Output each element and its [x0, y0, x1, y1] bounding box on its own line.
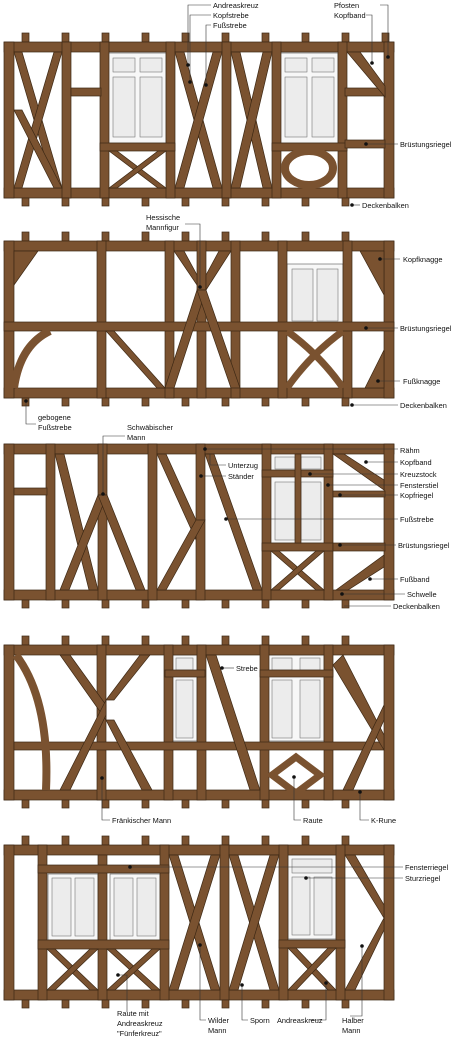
panel-3-timbers — [3, 443, 395, 609]
label-kopfriegel: Kopfriegel — [400, 491, 434, 500]
label-fussknagge: Fußknagge — [403, 377, 440, 386]
label-kreuzstock: Kreuzstock — [400, 470, 437, 479]
panel-2-timbers — [3, 231, 395, 407]
panel-5-annotations: Fensterriegel Sturzriegel Raute mit Andr… — [116, 863, 448, 1038]
panel-1-timbers — [3, 32, 395, 207]
panel-2-annotations: Hessische Mannfigur Kopfknagge Brüstungs… — [24, 213, 452, 432]
label-kopfstrebe: Kopfstrebe — [213, 11, 249, 20]
label-fussstrebe: Fußstrebe — [400, 515, 434, 524]
label-andreaskreuz: Andreaskreuz — [213, 1, 259, 10]
label-staender: Ständer — [228, 472, 254, 481]
label-bruestungsriegel: Brüstungsriegel — [400, 140, 452, 149]
panel-4: Strebe Fränkischer Mann Raute K-Rune — [3, 635, 396, 825]
label-raehm: Rähm — [400, 446, 420, 455]
label-kopfband: Kopfband — [334, 11, 366, 20]
label-raute: Raute — [303, 816, 323, 825]
panel-3-annotations: Schwäbischer Mann Rähm Unterzug Ständer … — [101, 423, 450, 611]
panel-5-timbers — [3, 835, 395, 1009]
label-hessische-2: Mannfigur — [146, 223, 179, 232]
panel-1-annotations: Andreaskreuz Kopfstrebe Fußstrebe Pfoste… — [186, 1, 452, 210]
label-bruestungsriegel: Brüstungsriegel — [400, 324, 452, 333]
label-gebogene-1: gebogene — [38, 413, 71, 422]
label-fraenkischer-mann: Fränkischer Mann — [112, 816, 171, 825]
label-k-rune: K-Rune — [371, 816, 396, 825]
label-wilder-1: Wilder — [208, 1016, 229, 1025]
panel-4-timbers — [3, 635, 395, 809]
label-fensterstiel: Fensterstiel — [400, 481, 439, 490]
label-halber-2: Mann — [342, 1026, 361, 1035]
label-deckenbalken: Deckenbalken — [362, 201, 409, 210]
label-bruestungsriegel: Brüstungsriegel — [398, 541, 450, 550]
label-sporn: Sporn — [250, 1016, 270, 1025]
label-gebogene-2: Fußstrebe — [38, 423, 72, 432]
label-raute-1: Raute mit — [117, 1009, 149, 1018]
label-deckenbalken: Deckenbalken — [400, 401, 447, 410]
label-schwaebischer-2: Mann — [127, 433, 146, 442]
label-fussstrebe: Fußstrebe — [213, 21, 247, 30]
label-wilder-2: Mann — [208, 1026, 227, 1035]
panel-3: Schwäbischer Mann Rähm Unterzug Ständer … — [3, 423, 450, 611]
label-schwaebischer-1: Schwäbischer — [127, 423, 174, 432]
label-schwelle: Schwelle — [407, 590, 437, 599]
label-raute-2: Andreaskreuz — [117, 1019, 163, 1028]
label-hessische-1: Hessische — [146, 213, 180, 222]
label-kopfknagge: Kopfknagge — [403, 255, 442, 264]
label-kopfband: Kopfband — [400, 458, 432, 467]
label-andreaskreuz: Andreaskreuz — [277, 1016, 323, 1025]
panel-4-annotations: Strebe Fränkischer Mann Raute K-Rune — [100, 664, 396, 825]
label-unterzug: Unterzug — [228, 461, 258, 470]
panel-2: Hessische Mannfigur Kopfknagge Brüstungs… — [3, 213, 452, 432]
label-deckenbalken: Deckenbalken — [393, 602, 440, 611]
label-sturzriegel: Sturzriegel — [405, 874, 441, 883]
label-pfosten: Pfosten — [334, 1, 359, 10]
label-fussband: Fußband — [400, 575, 430, 584]
label-raute-3: "Fünferkreuz" — [117, 1029, 162, 1038]
panel-1: Andreaskreuz Kopfstrebe Fußstrebe Pfoste… — [3, 1, 452, 210]
label-strebe: Strebe — [236, 664, 258, 673]
label-fensterriegel: Fensterriegel — [405, 863, 448, 872]
panel-5: Fensterriegel Sturzriegel Raute mit Andr… — [3, 835, 448, 1038]
label-halber-1: Halber — [342, 1016, 364, 1025]
